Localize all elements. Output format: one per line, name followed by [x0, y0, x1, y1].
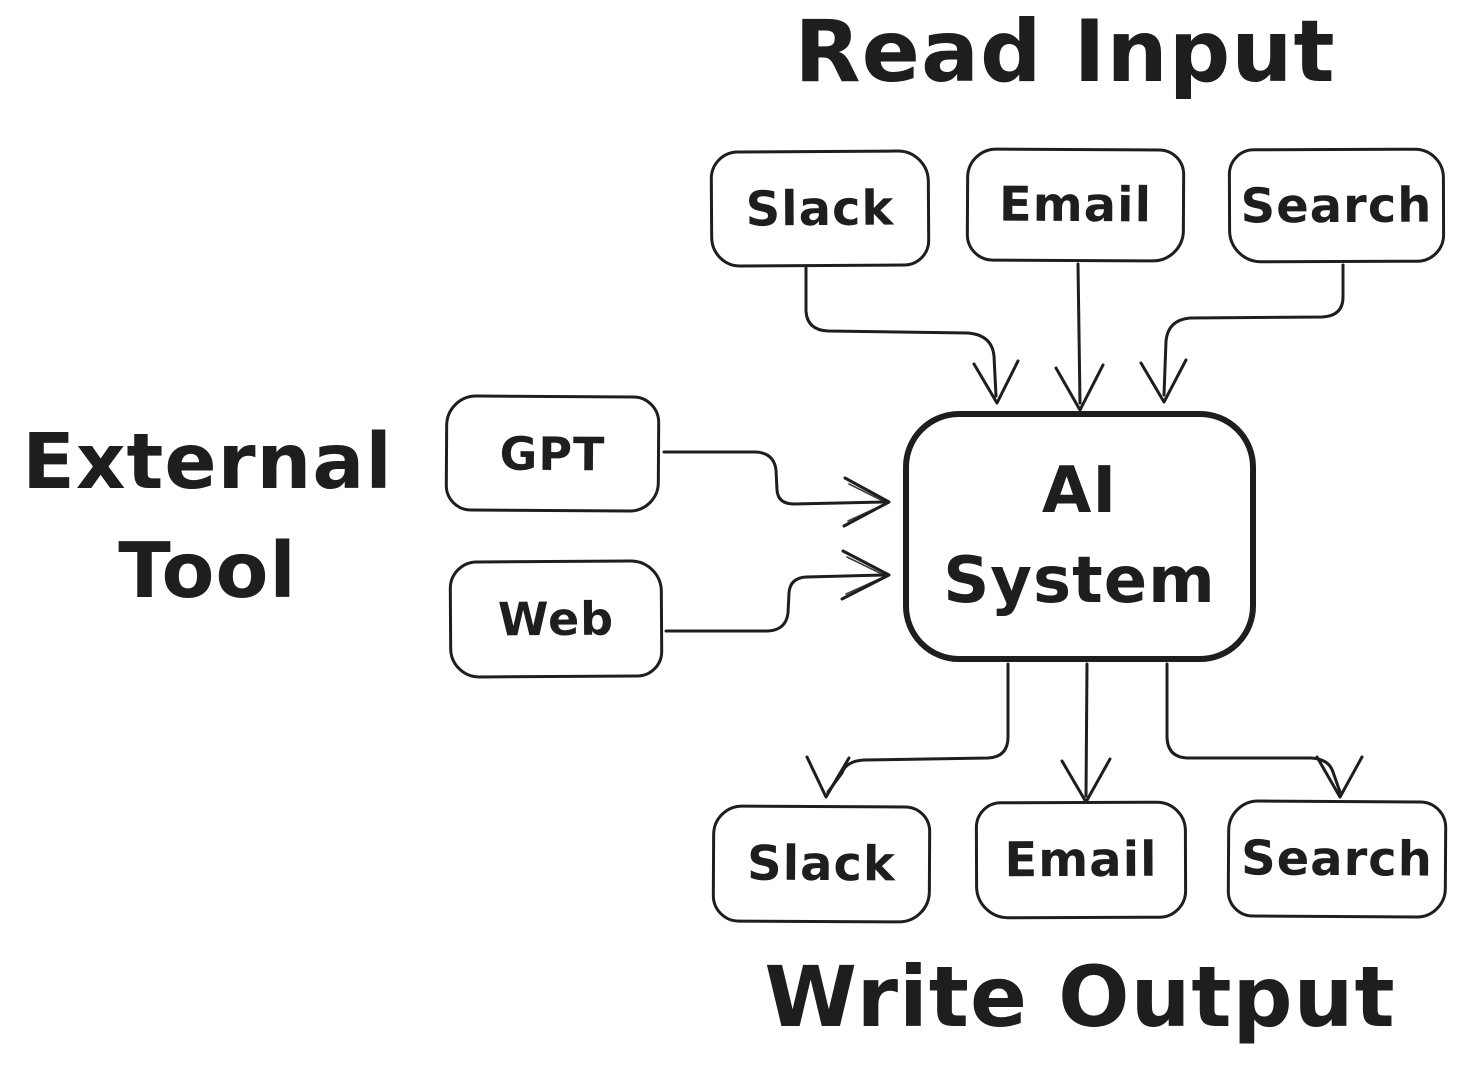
title-external-tool: External Tool	[0, 408, 415, 627]
arrow-ai-to-slack-output	[805, 662, 1010, 799]
arrow-slack-input-to-ai	[804, 266, 1020, 405]
arrow-ai-to-email-output	[1060, 662, 1112, 804]
title-write-output: Write Output	[764, 948, 1396, 1046]
node-ai-system[interactable]: AI System	[903, 411, 1256, 662]
arrow-head-sketch	[845, 556, 887, 595]
arrow-line	[1165, 662, 1342, 794]
arrow-line	[662, 450, 886, 506]
arrow-gpt-to-ai	[662, 450, 891, 528]
node-ai-system-line2: System	[943, 543, 1216, 618]
arrow-head	[1315, 755, 1364, 799]
arrow-line	[826, 662, 1010, 794]
arrow-line	[1162, 263, 1345, 397]
arrow-email-input-to-ai	[1054, 262, 1105, 412]
arrow-line	[1076, 262, 1082, 405]
node-output-slack-label: Slack	[746, 835, 897, 893]
node-input-search[interactable]: Search	[1227, 147, 1446, 264]
node-input-email[interactable]: Email	[965, 147, 1186, 263]
arrow-head	[805, 755, 851, 799]
arrow-search-input-to-ai	[1139, 263, 1345, 404]
node-external-web[interactable]: Web	[448, 559, 664, 679]
arrow-head-sketch	[847, 483, 888, 522]
node-output-email[interactable]: Email	[974, 800, 1188, 920]
node-input-slack[interactable]: Slack	[709, 149, 931, 268]
node-output-search[interactable]: Search	[1226, 799, 1448, 919]
node-ai-system-line1: AI	[1041, 453, 1118, 528]
node-external-web-label: Web	[497, 591, 615, 647]
arrow-head	[1054, 363, 1105, 412]
node-output-email-label: Email	[1004, 831, 1158, 889]
arrow-web-to-ai	[664, 549, 891, 633]
arrow-ai-to-search-output	[1165, 662, 1364, 799]
arrow-head	[842, 476, 891, 528]
node-input-search-label: Search	[1240, 177, 1433, 234]
node-external-gpt[interactable]: GPT	[444, 394, 661, 513]
arrow-line	[1084, 662, 1089, 798]
arrow-head	[840, 549, 891, 601]
title-external-tool-line1: External	[22, 418, 393, 507]
title-read-input: Read Input	[794, 2, 1336, 102]
node-output-search-label: Search	[1240, 830, 1434, 888]
arrow-head	[1139, 358, 1188, 404]
arrow-line	[804, 266, 998, 398]
node-output-slack[interactable]: Slack	[711, 804, 932, 924]
node-external-gpt-label: GPT	[499, 426, 606, 481]
arrow-head	[972, 359, 1020, 405]
node-input-email-label: Email	[998, 176, 1153, 234]
arrow-line	[664, 573, 886, 633]
title-external-tool-line2: Tool	[118, 527, 297, 617]
node-input-slack-label: Slack	[745, 180, 895, 237]
